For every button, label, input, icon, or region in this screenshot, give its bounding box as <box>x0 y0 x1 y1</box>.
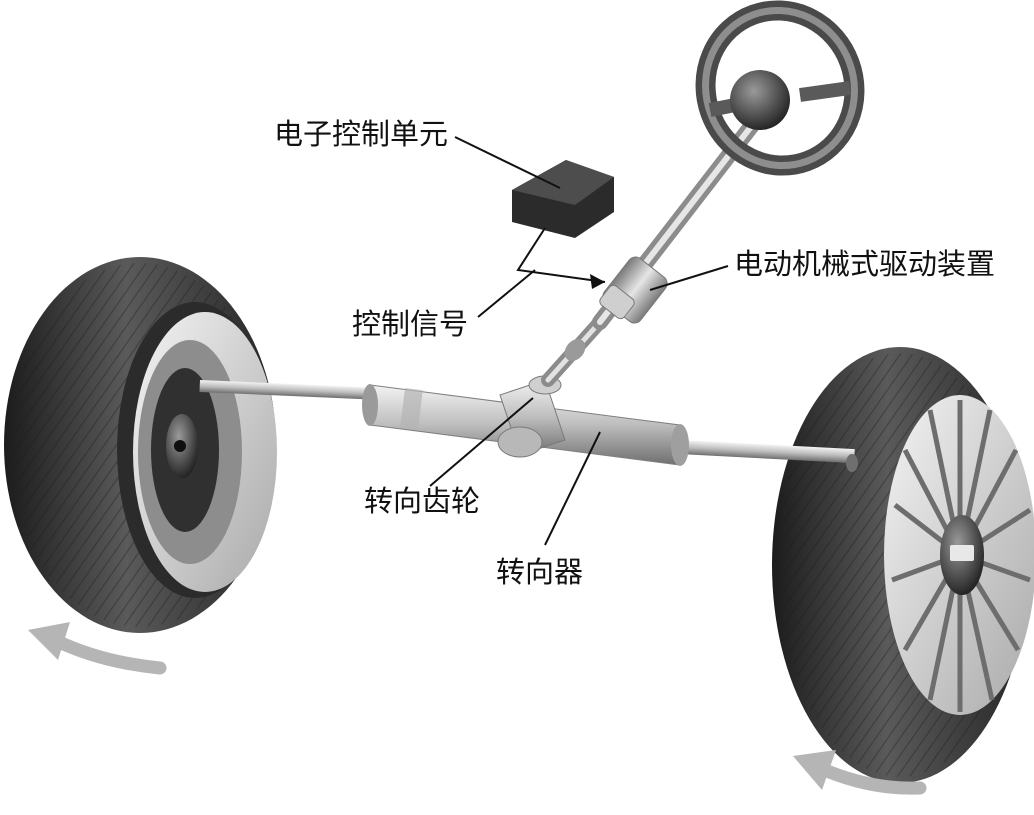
curved-arrow-icon <box>813 761 927 795</box>
electronic-control-unit <box>512 160 614 238</box>
signal-arrow-head <box>590 274 605 289</box>
label-electromechanical-actuator: 电动机械式驱动装置 <box>734 247 996 281</box>
label-pinion: 转向齿轮 <box>364 484 481 518</box>
curved-arrow-icon <box>48 633 167 675</box>
tie-rod <box>199 380 858 472</box>
curved-arrow-icon <box>793 750 836 790</box>
electromechanical-actuator <box>599 256 668 324</box>
right-wheel <box>772 347 1034 783</box>
label-ecu: 电子控制单元 <box>274 117 449 151</box>
label-steering-gear: 转向器 <box>496 555 584 589</box>
leader-lines <box>429 136 729 546</box>
label-control-signal: 控制信号 <box>352 307 469 341</box>
steering-wheel <box>695 0 865 176</box>
left-wheel <box>4 257 277 633</box>
curved-arrow-icon <box>28 622 70 660</box>
